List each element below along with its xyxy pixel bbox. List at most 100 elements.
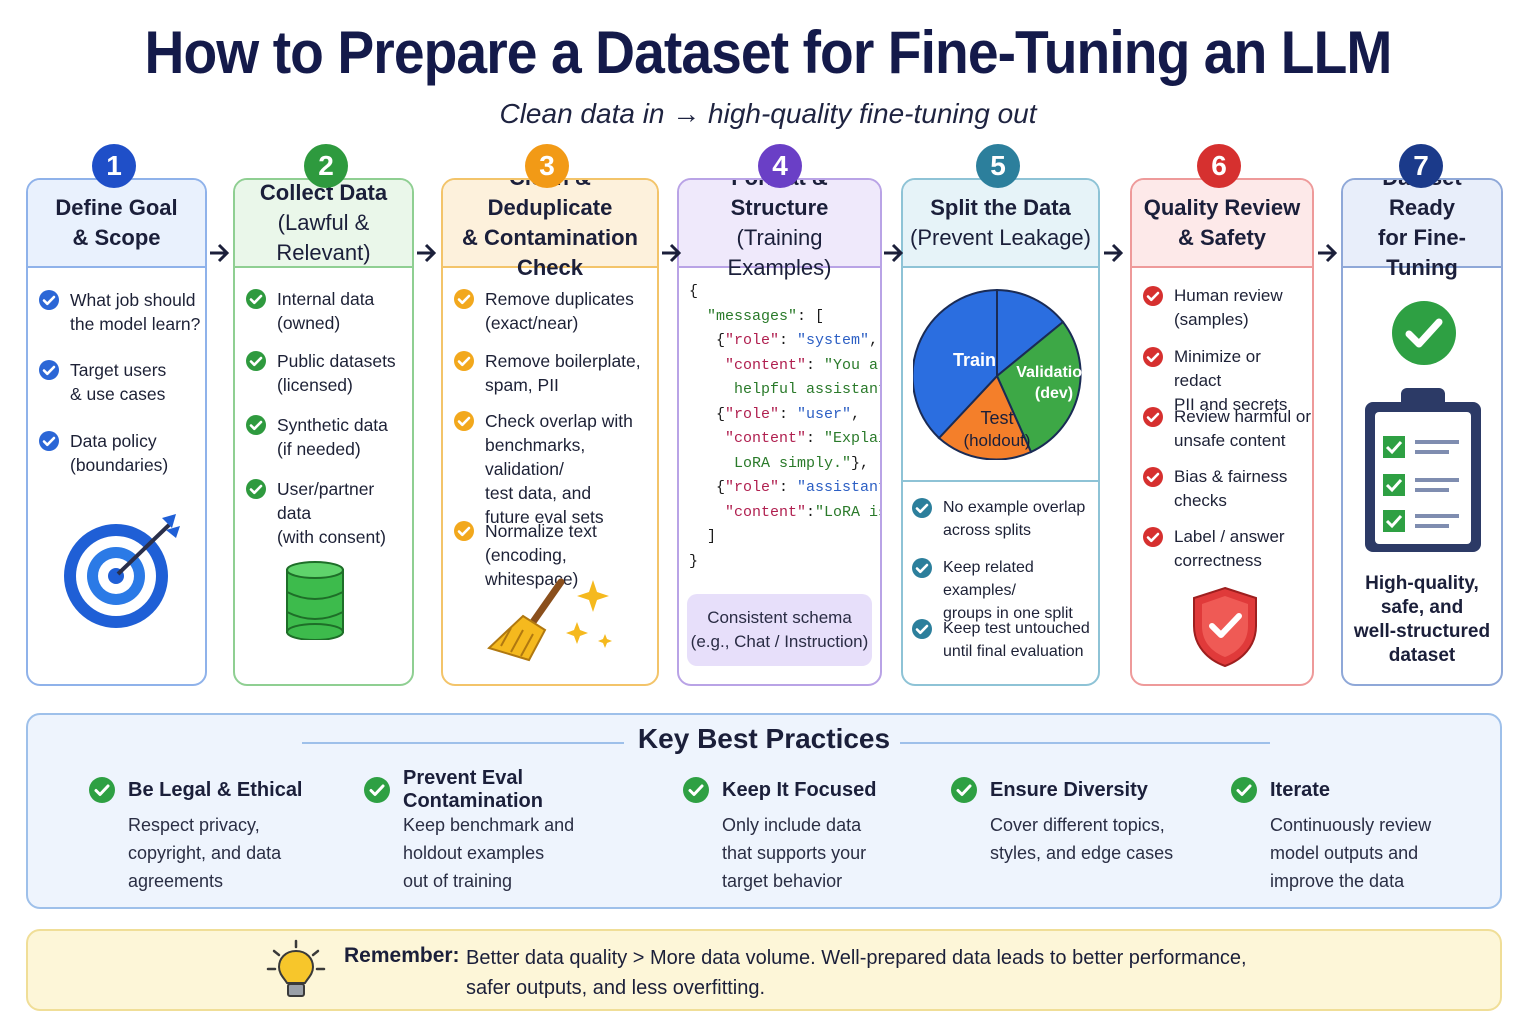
arrow-right-icon bbox=[662, 243, 682, 263]
step-6-item: Label / answer correctness bbox=[1142, 525, 1285, 573]
best-practice-item: Iterate Continuously review model output… bbox=[1230, 775, 1510, 895]
arrow-right-icon bbox=[1104, 243, 1124, 263]
step-5-item: No example overlap across splits bbox=[911, 496, 1085, 542]
check-circle-icon bbox=[454, 351, 474, 371]
check-circle-icon bbox=[454, 289, 474, 309]
check-circle-icon bbox=[1231, 777, 1257, 803]
step-2-item: Internal data (owned) bbox=[245, 287, 374, 335]
check-circle-icon bbox=[89, 777, 115, 803]
database-icon bbox=[286, 561, 344, 640]
check-circle-icon bbox=[912, 619, 932, 639]
pie-label-train: Train bbox=[953, 350, 996, 370]
step-2-item: User/partner data (with consent) bbox=[245, 477, 412, 549]
step-5-badge: 5 bbox=[976, 144, 1020, 188]
step-1-badge: 1 bbox=[92, 144, 136, 188]
step-1-item: Data policy (boundaries) bbox=[38, 429, 168, 477]
target-icon bbox=[64, 514, 180, 628]
arrow-right-icon bbox=[1318, 243, 1338, 263]
step-6-badge: 6 bbox=[1197, 144, 1241, 188]
remember-text: Better data quality > More data volume. … bbox=[466, 947, 1247, 999]
step-5-header: Split the Data (Prevent Leakage) bbox=[903, 180, 1098, 268]
best-practice-item: Be Legal & Ethical Respect privacy, copy… bbox=[88, 775, 368, 895]
check-circle-icon bbox=[951, 777, 977, 803]
broom-icon bbox=[487, 578, 612, 662]
step-5-item: Keep related examples/ groups in one spl… bbox=[911, 556, 1098, 625]
step-6-item: Human review (samples) bbox=[1142, 284, 1283, 332]
check-circle-icon bbox=[1392, 301, 1456, 365]
arrow-right-icon bbox=[417, 243, 437, 263]
check-circle-icon bbox=[39, 290, 59, 310]
step-4-title2: (Training Examples) bbox=[727, 225, 832, 280]
step-1-header: Define Goal & Scope bbox=[28, 180, 205, 268]
check-circle-icon bbox=[364, 777, 390, 803]
step-7-badge: 7 bbox=[1399, 144, 1443, 188]
step-3-card: Clean & Deduplicate& Contamination Check… bbox=[441, 178, 659, 686]
check-circle-icon bbox=[1143, 467, 1163, 487]
check-circle-icon bbox=[1143, 347, 1163, 367]
check-circle-icon bbox=[1143, 286, 1163, 306]
step-6-title2: & Safety bbox=[1177, 225, 1267, 250]
step-3-item: Remove duplicates (exact/near) bbox=[453, 287, 634, 335]
step-3-item: Remove boilerplate, spam, PII bbox=[453, 349, 641, 397]
step-1-item: Target users & use cases bbox=[38, 358, 166, 406]
step-2-header: Collect Data(Lawful & Relevant) bbox=[235, 180, 412, 268]
step-6-card: Quality Review & Safety Human review (sam… bbox=[1130, 178, 1314, 686]
final-dataset-label: High-quality, safe, and well-structured … bbox=[1353, 573, 1491, 666]
shield-check-icon bbox=[1193, 586, 1257, 668]
step-3-badge: 3 bbox=[525, 144, 569, 188]
check-circle-icon bbox=[912, 558, 932, 578]
step-6-item: Minimize or redact PII and secrets bbox=[1142, 345, 1312, 417]
step-2-item: Public datasets (licensed) bbox=[245, 349, 396, 397]
check-circle-icon bbox=[39, 431, 59, 451]
step-3-item: Normalize text (encoding, whitespace) bbox=[453, 519, 657, 591]
step-1-title: Define Goal bbox=[55, 195, 178, 220]
step-6-item: Bias & fairness checks bbox=[1142, 465, 1287, 513]
remember-label: Remember: bbox=[344, 944, 460, 967]
pie-label-test: Test bbox=[980, 408, 1013, 428]
check-circle-icon bbox=[454, 411, 474, 431]
pie-label-validation-sub: (dev) bbox=[1035, 385, 1073, 402]
json-code-sample: { "messages": [ {"role": "system", "cont… bbox=[689, 283, 880, 570]
check-circle-icon bbox=[912, 498, 932, 518]
step-4-badge: 4 bbox=[758, 144, 802, 188]
best-practices-title: Key Best Practices bbox=[637, 723, 891, 754]
check-circle-icon bbox=[683, 777, 709, 803]
check-circle-icon bbox=[1143, 527, 1163, 547]
pie-label-validation: Validation bbox=[1016, 364, 1089, 381]
check-circle-icon bbox=[246, 351, 266, 371]
check-circle-icon bbox=[1143, 407, 1163, 427]
best-practice-item: Ensure Diversity Cover different topics,… bbox=[950, 775, 1230, 867]
best-practice-item: Keep It Focused Only include data that s… bbox=[682, 775, 962, 895]
check-circle-icon bbox=[246, 415, 266, 435]
page-title: How to Prepare a Dataset for Fine-Tuning… bbox=[144, 19, 1393, 86]
step-2-title2: (Lawful & Relevant) bbox=[276, 210, 371, 265]
check-circle-icon bbox=[246, 479, 266, 499]
step-5-card: Split the Data (Prevent Leakage) Train Va… bbox=[901, 178, 1100, 686]
remember-banner: Remember: Better data quality > More dat… bbox=[26, 929, 1502, 1011]
step-3-item: Check overlap with benchmarks, validatio… bbox=[453, 409, 657, 529]
page-subtitle: Clean data in → high-quality fine-tuning… bbox=[499, 98, 1037, 129]
step-5-item: Keep test untouched until final evaluati… bbox=[911, 617, 1090, 663]
check-circle-icon bbox=[454, 521, 474, 541]
step-2-badge: 2 bbox=[304, 144, 348, 188]
step-1-item: What job should the model learn? bbox=[38, 288, 200, 336]
lightbulb-icon bbox=[266, 939, 326, 997]
arrow-right-icon bbox=[210, 243, 230, 263]
step-6-title: Quality Review bbox=[1143, 195, 1301, 220]
step-3-title2: & Contamination Check bbox=[462, 225, 638, 280]
step-5-title2: (Prevent Leakage) bbox=[910, 225, 1091, 250]
step-1-card: Define Goal & Scope What job should the m… bbox=[26, 178, 207, 686]
step-2-item: Synthetic data (if needed) bbox=[245, 413, 388, 461]
step-7-title2: for Fine-Tuning bbox=[1378, 225, 1466, 280]
step-5-title: Split the Data bbox=[930, 195, 1071, 220]
step-1-title2: & Scope bbox=[72, 225, 161, 250]
pie-label-test-sub: (holdout) bbox=[963, 431, 1030, 450]
clipboard-checklist-icon bbox=[1365, 388, 1481, 552]
schema-note: Consistent schema (e.g., Chat / Instruct… bbox=[687, 594, 872, 666]
check-circle-icon bbox=[246, 289, 266, 309]
step-6-item: Review harmful or unsafe content bbox=[1142, 405, 1311, 453]
split-pie-chart: Train Validation (dev) Test (holdout) bbox=[913, 288, 1089, 460]
best-practices-panel: Key Best Practices Be Legal & Ethical Re… bbox=[26, 713, 1502, 909]
